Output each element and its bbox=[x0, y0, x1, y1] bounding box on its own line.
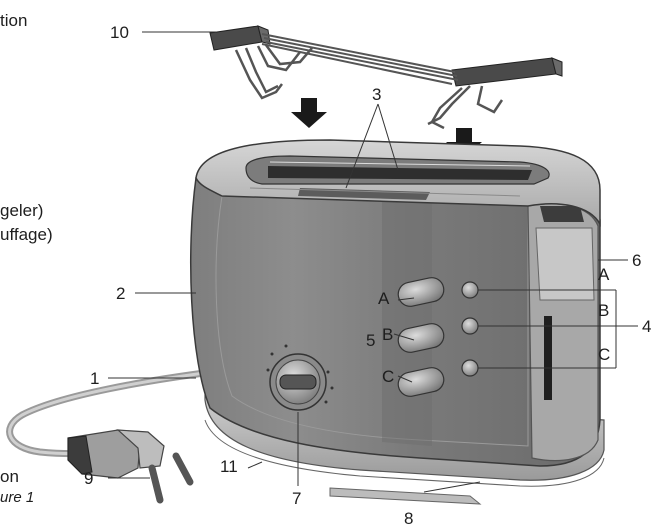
callout-6: 6 bbox=[632, 251, 641, 270]
button-letter-b-right: B bbox=[598, 301, 609, 320]
callout-2: 2 bbox=[116, 284, 125, 303]
callout-1: 1 bbox=[90, 369, 99, 388]
callout-9: 9 bbox=[84, 469, 93, 488]
margin-text-on: on bbox=[0, 467, 19, 486]
leader-lines bbox=[108, 31, 638, 493]
callout-8: 8 bbox=[404, 509, 413, 528]
down-arrow-icon bbox=[291, 98, 327, 128]
browning-control-dial[interactable] bbox=[266, 344, 334, 411]
down-arrow-icon bbox=[446, 128, 482, 158]
reheat-button[interactable] bbox=[396, 275, 446, 308]
defrost-button[interactable] bbox=[396, 321, 446, 354]
margin-text-uffage: uffage) bbox=[0, 225, 53, 244]
margin-text-geler: geler) bbox=[0, 201, 43, 220]
callout-7: 7 bbox=[292, 489, 301, 508]
button-letter-b-left: B bbox=[382, 325, 393, 344]
indicator-light bbox=[461, 317, 479, 335]
button-letter-a-left: A bbox=[378, 289, 390, 308]
callout-11: 11 bbox=[220, 457, 238, 476]
indicator-light bbox=[461, 281, 479, 299]
cancel-button[interactable] bbox=[396, 365, 446, 398]
indicator-lights bbox=[461, 281, 479, 377]
indicator-light bbox=[461, 359, 479, 377]
callout-3: 3 bbox=[372, 85, 381, 104]
labels: tion geler) uffage) on ure 1 10 3 2 6 4 … bbox=[0, 11, 651, 528]
function-buttons bbox=[396, 275, 446, 398]
callout-4: 4 bbox=[642, 317, 651, 336]
bun-warming-rack bbox=[209, 25, 563, 130]
toaster-top bbox=[195, 139, 601, 227]
button-letter-a-right: A bbox=[598, 265, 610, 284]
figure-caption: ure 1 bbox=[0, 489, 34, 506]
power-plug bbox=[67, 429, 194, 504]
placement-arrows bbox=[291, 98, 482, 158]
callout-10: 10 bbox=[110, 23, 129, 42]
button-letter-c-left: C bbox=[382, 367, 394, 386]
toaster-body bbox=[190, 173, 601, 467]
callout-5: 5 bbox=[366, 331, 375, 350]
margin-text-tion: tion bbox=[0, 11, 27, 30]
toast-slot bbox=[298, 188, 430, 200]
button-letter-c-right: C bbox=[598, 345, 610, 364]
